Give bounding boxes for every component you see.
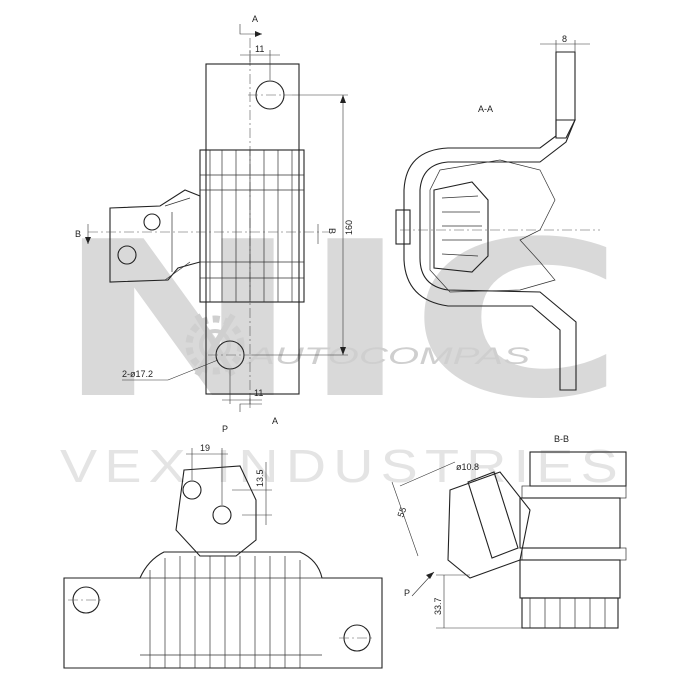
dim-top-offset: 11 (255, 44, 264, 54)
section-a-bottom: A (272, 416, 278, 426)
section-b-b: B-B ø10.8 55 33.7 P (391, 434, 627, 629)
dim-bottom-offset: 11 (254, 388, 263, 398)
view-p-label: P (222, 424, 228, 434)
dim-offset-height: 33.7 (433, 597, 443, 615)
dim-holes: 2-ø17.2 (122, 369, 153, 379)
front-view: 160 11 11 2-ø17.2 A A B B (75, 14, 354, 426)
gear-logo-icon (185, 313, 245, 377)
watermark-site: AUTOCOMPAS (245, 343, 530, 370)
dim-bracket-width: 19 (200, 443, 210, 453)
watermark-subtitle: VEX INDUSTRIES (60, 440, 625, 492)
watermark: NIC VEX INDUSTRIES AUTOCOMPAS (55, 195, 625, 492)
section-b-right: B (327, 228, 337, 234)
dim-flange: 8 (562, 34, 567, 44)
arrow-p-label: P (404, 588, 410, 598)
watermark-brand: NIC (55, 195, 625, 446)
dim-bolt-dia: ø10.8 (456, 462, 479, 472)
section-a-a: A-A 8 (395, 34, 600, 391)
view-a-a-label: A-A (478, 104, 493, 114)
dim-bushing-len: 55 (395, 506, 408, 519)
dim-height: 160 (344, 220, 354, 235)
section-a-top: A (252, 14, 258, 24)
view-p: P 19 (63, 424, 383, 669)
section-b-left: B (75, 229, 81, 239)
view-b-b-label: B-B (554, 434, 569, 444)
dim-bracket-height: 13.5 (255, 469, 265, 487)
